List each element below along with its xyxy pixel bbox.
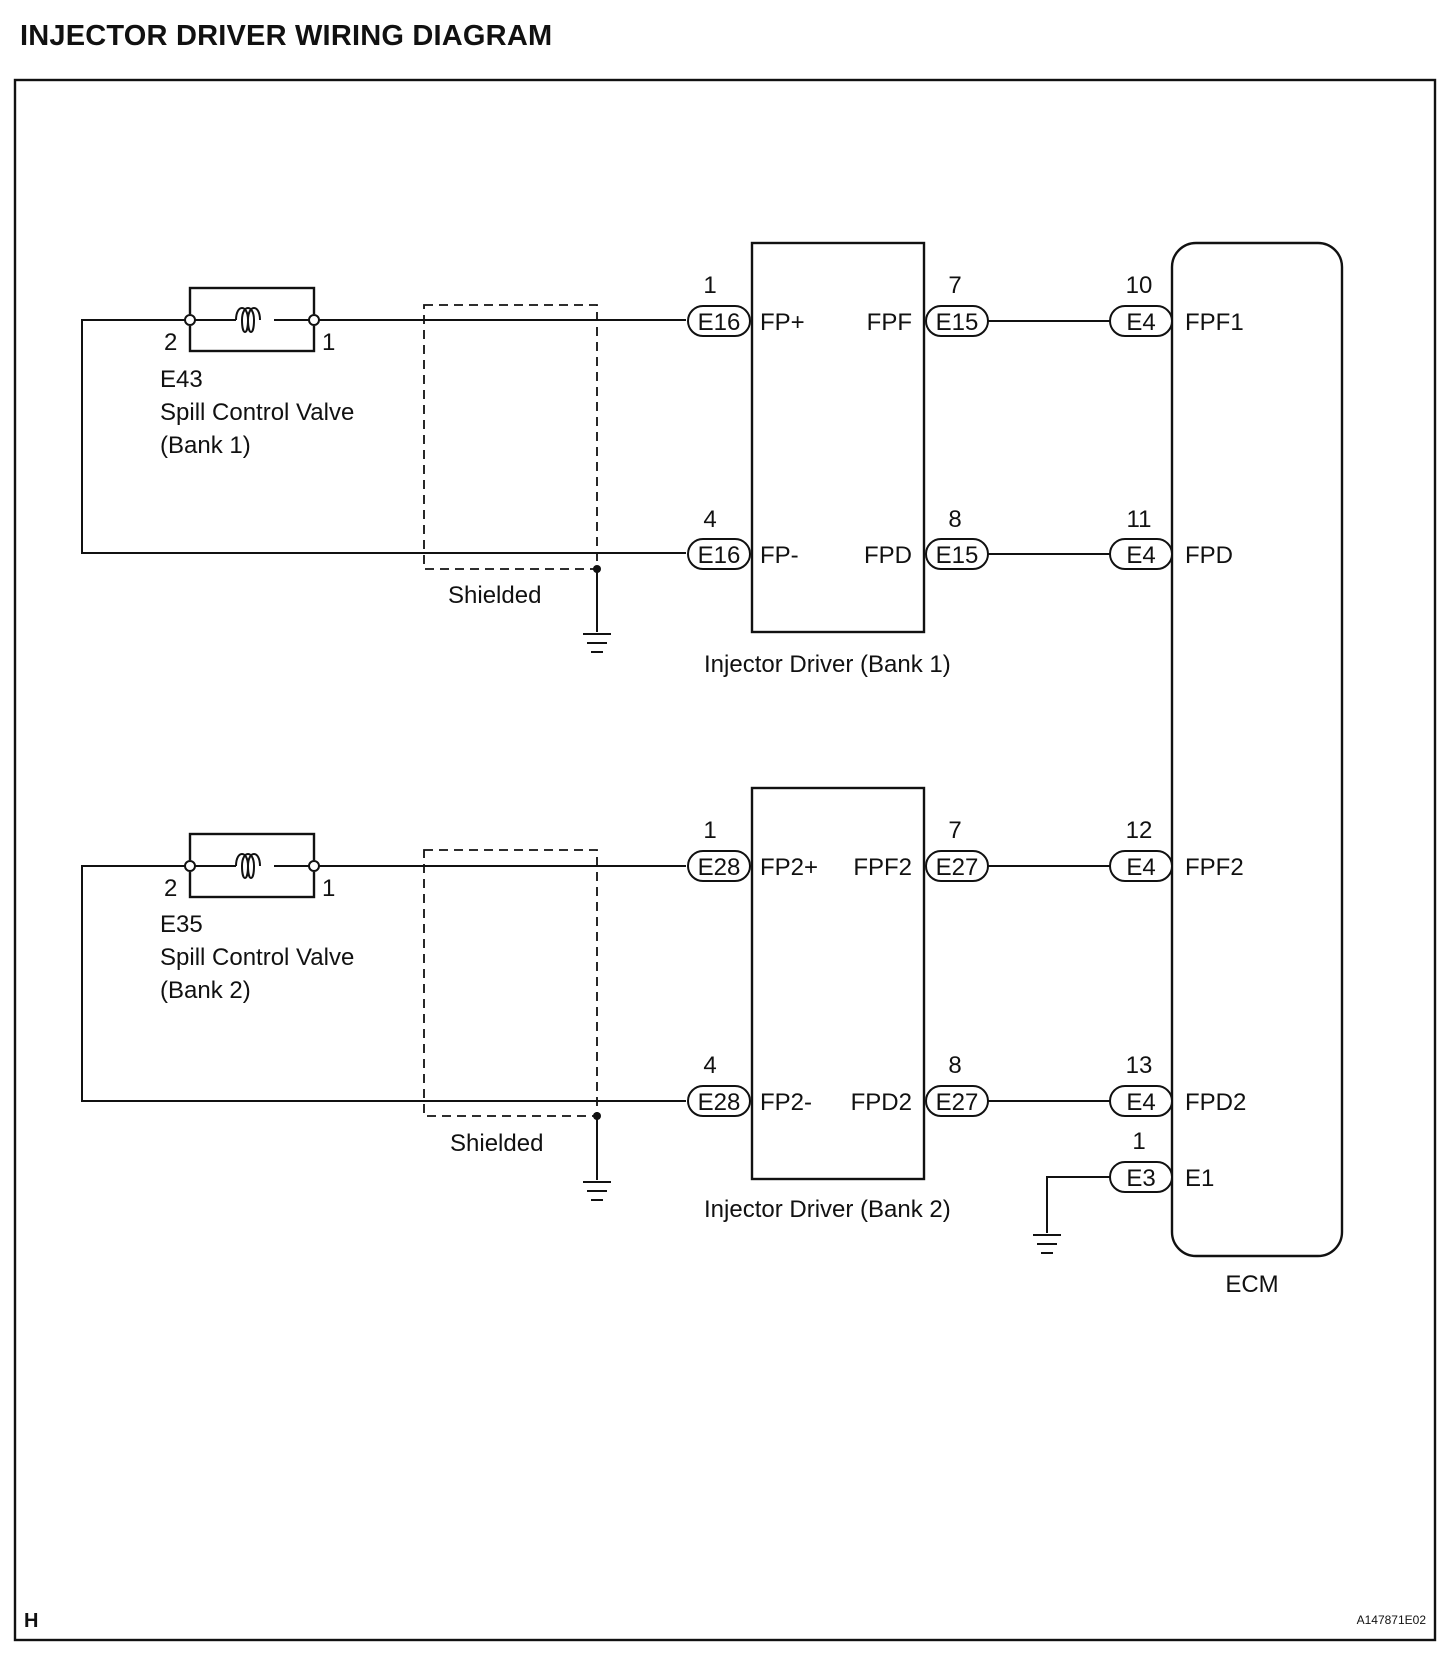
pin-number: 12 [1126,817,1153,844]
connector-id: E3 [1126,1165,1155,1192]
valve-name: Spill Control Valve [160,944,354,971]
ecm-block: ECM 10 E4 FPF1 11 E4 FPD 12 E4 FPF2 13 E… [1033,241,1344,1298]
connector-id: E16 [698,309,741,336]
connector-id: E27 [936,1089,979,1116]
pin-number: 4 [703,1052,716,1079]
bank-2-circuit: 2 1 E35 Spill Control Valve (Bank 2) Shi… [81,786,1110,1223]
pin-number: 8 [948,1052,961,1079]
terminal-name: FPF1 [1185,309,1244,336]
connector-id: E15 [936,309,979,336]
pin-number: 1 [703,817,716,844]
valve-bank: (Bank 1) [160,432,251,459]
pin-number: 10 [1126,272,1153,299]
terminal-name: FP- [760,542,799,569]
figure-id: A147871E02 [1357,1613,1427,1627]
connector-id: E4 [1126,854,1155,881]
terminal-name: FPD2 [851,1089,912,1116]
pin-number: 1 [703,272,716,299]
terminal-name: FP+ [760,309,805,336]
connector-id: E15 [936,542,979,569]
pin-number: 1 [1132,1128,1145,1155]
page-title: INJECTOR DRIVER WIRING DIAGRAM [20,20,553,52]
valve-bank: (Bank 2) [160,977,251,1004]
terminal-name: FPF [867,309,912,336]
bank-1-circuit: 2 1 E43 Spill Control Valve (Bank 1) Shi… [81,241,1110,678]
connector-id: E28 [698,854,741,881]
ecm-label: ECM [1225,1271,1278,1298]
valve-code: E35 [160,911,203,938]
connector-id: E28 [698,1089,741,1116]
valve-pin-right: 1 [322,875,335,902]
valve-pin-left: 2 [164,875,177,902]
terminal-name: E1 [1185,1165,1214,1192]
ground-icon [1033,1234,1061,1254]
terminal-name: FPF2 [1185,854,1244,881]
connector-id: E16 [698,542,741,569]
shield-box [423,849,598,1117]
pin-number: 4 [703,506,716,533]
driver-label: Injector Driver (Bank 1) [704,651,951,678]
terminal-name: FP2+ [760,854,818,881]
terminal-name: FP2- [760,1089,812,1116]
coil-icon [235,307,261,333]
shield-label: Shielded [448,582,541,609]
spill-control-valve-bank-1: 2 1 [164,286,335,356]
connector-id: E4 [1126,309,1155,336]
ground-icon [583,633,611,653]
terminal-name: FPF2 [853,854,912,881]
pin-number: 7 [948,272,961,299]
valve-pin-right: 1 [322,329,335,356]
injector-driver-bank-1 [750,241,926,634]
shield-box [423,304,598,570]
pin-number: 8 [948,506,961,533]
injector-driver-bank-2 [750,786,926,1181]
pin-number: 11 [1127,506,1152,533]
valve-pin-left: 2 [164,329,177,356]
ground-icon [583,1181,611,1201]
corner-mark: H [24,1610,38,1632]
terminal-name: FPD [1185,542,1233,569]
coil-icon [235,853,261,879]
connector-id: E27 [936,854,979,881]
connector-id: E4 [1126,542,1155,569]
pin-number: 13 [1126,1052,1153,1079]
valve-code: E43 [160,366,203,393]
connector-id: E4 [1126,1089,1155,1116]
shield-label: Shielded [450,1130,543,1157]
driver-label: Injector Driver (Bank 2) [704,1196,951,1223]
terminal-name: FPD [864,542,912,569]
valve-name: Spill Control Valve [160,399,354,426]
terminal-name: FPD2 [1185,1089,1246,1116]
pin-number: 7 [948,817,961,844]
spill-control-valve-bank-2: 2 1 [164,832,335,902]
